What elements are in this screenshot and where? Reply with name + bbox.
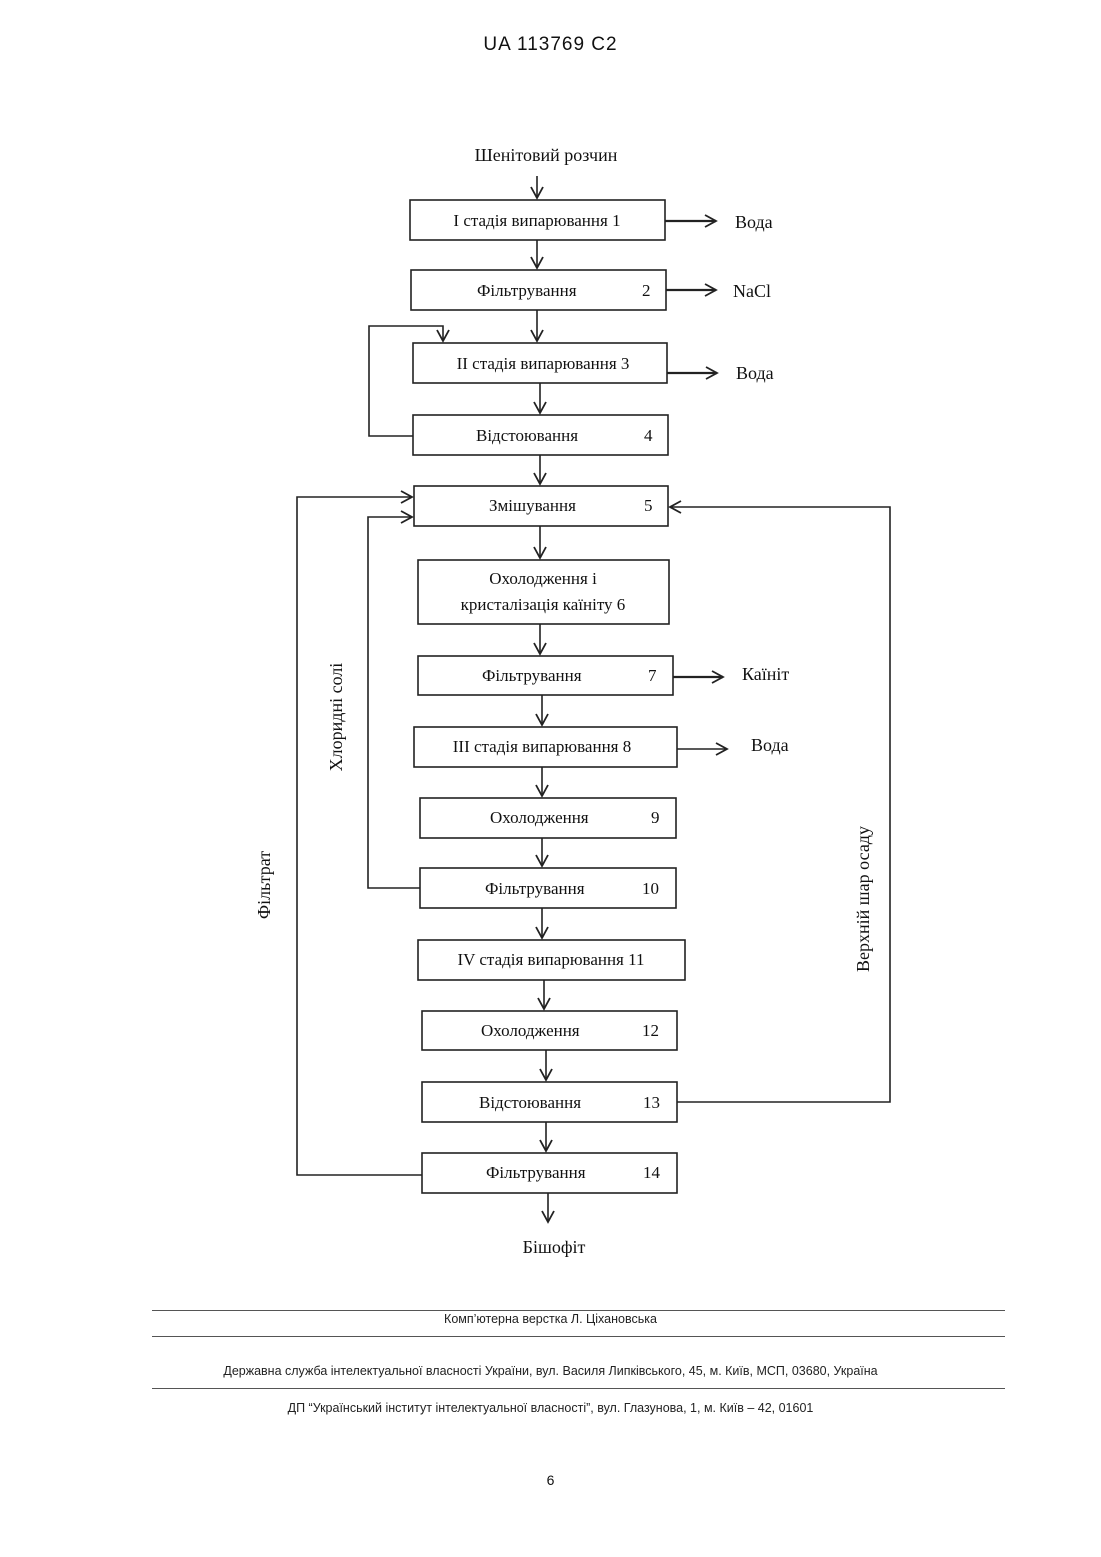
- step-12-label: Охолодження: [481, 1021, 580, 1040]
- step-5-label: Змішування: [489, 496, 576, 515]
- footer-rule-2: [152, 1336, 1005, 1337]
- filtrate-label: Фільтрат: [254, 851, 274, 919]
- output-water-2: Вода: [736, 363, 774, 383]
- page-number: 6: [0, 1472, 1101, 1488]
- sediment-top-loop: [670, 507, 890, 1102]
- step-7-label: Фільтрування: [482, 666, 582, 685]
- step-7-number: 7: [648, 666, 657, 685]
- step-2-number: 2: [642, 281, 651, 300]
- institute-address: ДП “Український інститут інтелектуальної…: [0, 1401, 1101, 1415]
- step-11-label: IV стадія випарювання 11: [458, 950, 645, 969]
- step-4-label: Відстоювання: [476, 426, 578, 445]
- step-4-number: 4: [644, 426, 653, 445]
- output-kainit: Каїніт: [742, 664, 789, 684]
- agency-address: Державна служба інтелектуальної власност…: [0, 1364, 1101, 1378]
- step-13-label: Відстоювання: [479, 1093, 581, 1112]
- step-9-number: 9: [651, 808, 660, 827]
- step-5-number: 5: [644, 496, 653, 515]
- step-6-label-line-1: Охолодження і: [489, 569, 597, 588]
- step-1-label: I стадія випарювання 1: [453, 211, 620, 230]
- step-10-label: Фільтрування: [485, 879, 585, 898]
- footer-rule-1: [152, 1310, 1005, 1311]
- output-water-3: Вода: [751, 735, 789, 755]
- sediment-top-label: Верхній шар осаду: [853, 826, 873, 972]
- step-14-number: 14: [643, 1163, 661, 1182]
- output-nacl: NaCl: [733, 281, 771, 301]
- step-8-label: III стадія випарювання 8: [453, 737, 631, 756]
- chloride-salts-label: Хлоридні солі: [326, 663, 346, 772]
- output-label: Бішофіт: [523, 1237, 586, 1257]
- step-6-label-line-2: кристалізація каїніту 6: [461, 595, 626, 614]
- step-2-label: Фільтрування: [477, 281, 577, 300]
- step-14-label: Фільтрування: [486, 1163, 586, 1182]
- output-water-1: Вода: [735, 212, 773, 232]
- filtrate-loop: [297, 497, 422, 1175]
- input-label: Шенітовий розчин: [475, 145, 618, 165]
- footer-rule-3: [152, 1388, 1005, 1389]
- step-3-label: II стадія випарювання 3: [457, 354, 630, 373]
- step-12-number: 12: [642, 1021, 659, 1040]
- step-9-label: Охолодження: [490, 808, 589, 827]
- layout-credit: Комп’ютерна верстка Л. Ціхановська: [0, 1312, 1101, 1326]
- step-13-number: 13: [643, 1093, 660, 1112]
- step-10-number: 10: [642, 879, 659, 898]
- chloride-salts-loop: [368, 517, 420, 888]
- process-flow-diagram: Шенітовий розчин I стадія випарювання 1 …: [0, 0, 1101, 1300]
